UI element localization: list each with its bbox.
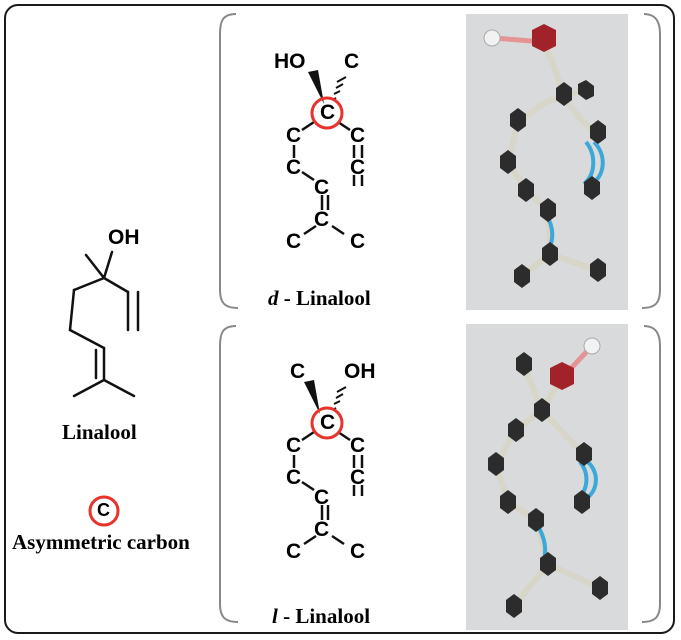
carbon-end-left: C [286,230,302,253]
d-suffix: - Linalool [278,286,371,310]
carbon-right-1: C [350,434,366,457]
legend-symbol: C [97,500,110,520]
asymmetric-carbon-marker-top [310,96,344,130]
carbon-branch: C [314,208,330,231]
d-linalool-model-photo [466,14,628,310]
carbon-end-right: C [350,230,366,253]
carbon-end-right: C [350,540,366,563]
carbon-right-1: C [350,124,366,147]
carbon-branch: C [314,518,330,541]
d-linalool-bonds [292,70,364,236]
carbon-end-left: C [286,540,302,563]
carbon-methyl: C [290,360,306,383]
figure-frame [4,4,675,634]
carbon-left-1: C [286,434,302,457]
l-linalool-model-photo [466,324,628,630]
oh-label: OH [108,226,140,249]
l-suffix: - Linalool [277,604,371,628]
d-linalool-label: d - Linalool [268,286,371,311]
hash-bond [332,386,347,411]
molecule-name: Linalool [62,420,137,444]
d-prefix: d [268,286,279,310]
l-linalool-bonds [292,380,364,546]
asymmetric-carbon-legend-marker [88,495,120,527]
carbon-left-2: C [286,466,302,489]
carbon-right-2: C [350,156,366,179]
wedge-bond [308,70,324,104]
carbon-asymmetric: C [320,411,336,434]
l-linalool-label: l - Linalool [272,604,370,629]
bottom-panel-bracket-right [641,325,661,623]
carbon-methyl: C [344,50,360,73]
bottom-panel-bracket-left [219,325,239,623]
carbon-left-1: C [286,124,302,147]
linalool-skeletal-formula [68,250,140,398]
oh-label: OH [344,360,376,383]
wedge-bond [304,380,320,414]
ho-label: HO [274,50,306,73]
top-panel-bracket-right [641,13,661,309]
top-panel-bracket-left [219,13,239,309]
legend-text: Asymmetric carbon [12,530,190,554]
asymmetric-carbon-marker-bottom [310,406,344,440]
hash-bond [332,76,347,101]
carbon-right-2: C [350,466,366,489]
l-prefix: l [272,604,278,628]
carbon-asymmetric: C [320,101,336,124]
carbon-middle: C [314,176,330,199]
carbon-middle: C [314,486,330,509]
carbon-left-2: C [286,156,302,179]
